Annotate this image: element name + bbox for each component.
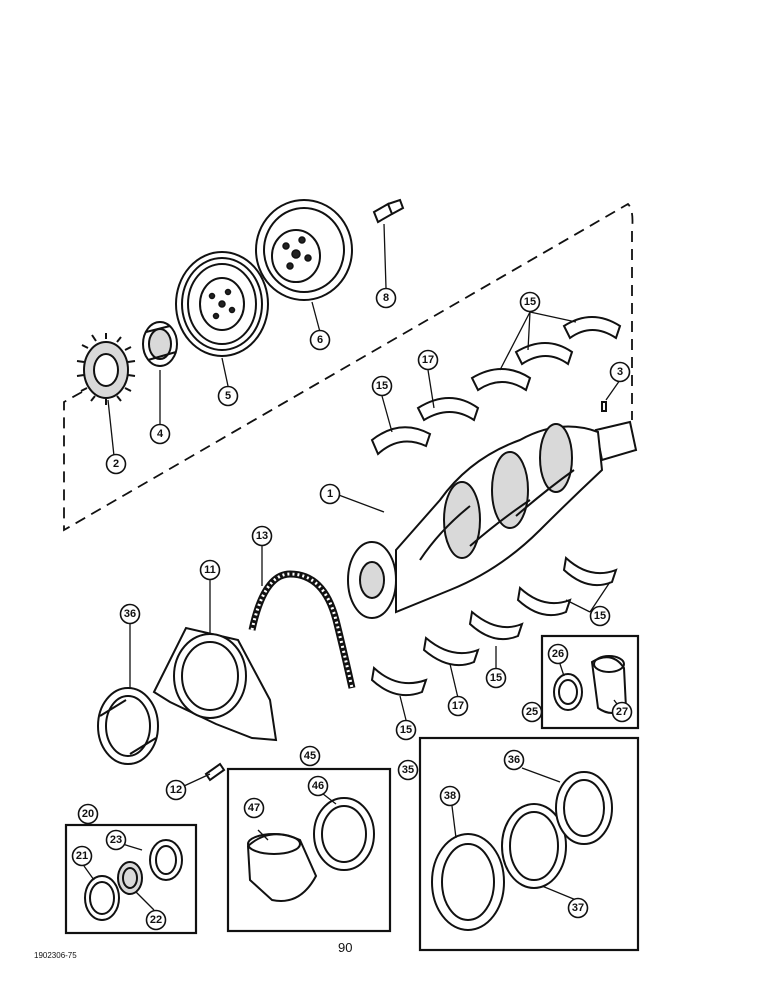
callout-26: 26 (547, 643, 569, 665)
crankshaft-pulley (175, 251, 269, 357)
svg-text:12: 12 (170, 784, 182, 796)
page-number: 90 (338, 940, 352, 955)
svg-text:38: 38 (444, 790, 456, 802)
callout-15-lower-left: 15 (395, 719, 417, 741)
svg-text:17: 17 (422, 354, 434, 366)
svg-text:45: 45 (304, 750, 316, 762)
callout-17-lower: 17 (447, 695, 469, 717)
svg-text:22: 22 (150, 914, 162, 926)
callout-35: 35 (397, 759, 419, 781)
callout-15-lower-mid: 15 (485, 667, 507, 689)
callout-27: 27 (611, 701, 633, 723)
svg-text:2: 2 (113, 458, 119, 470)
callout-13: 13 (251, 525, 273, 547)
callout-23: 23 (105, 829, 127, 851)
svg-text:15: 15 (594, 610, 606, 622)
callout-25: 25 (521, 701, 543, 723)
dashed-group-outline (63, 202, 634, 532)
fan-pulley (255, 199, 353, 301)
callout-2: 2 (105, 453, 127, 475)
spacer-ring (142, 321, 178, 367)
svg-text:3: 3 (617, 366, 623, 378)
svg-text:15: 15 (524, 296, 536, 308)
sleeve-kit-25 (553, 655, 628, 714)
reference-code: 1902306-75 (34, 951, 77, 960)
callout-3: 3 (609, 361, 631, 383)
callout-36-rear-seal: 36 (119, 603, 141, 625)
callout-20: 20 (77, 803, 99, 825)
kit-box-25 (540, 634, 640, 730)
main-bearing-lower (370, 556, 618, 696)
callout-12: 12 (165, 779, 187, 801)
crankshaft-gear (76, 333, 136, 405)
svg-text:4: 4 (157, 428, 164, 440)
svg-text:35: 35 (402, 764, 414, 776)
callout-11: 11 (199, 559, 221, 581)
callout-37: 37 (567, 897, 589, 919)
kit-box-20 (64, 823, 198, 935)
svg-text:8: 8 (383, 292, 389, 304)
callout-36-kit: 36 (503, 749, 525, 771)
svg-text:27: 27 (616, 706, 628, 718)
dowel-pin (601, 401, 607, 412)
sleeve-kit-45 (246, 797, 375, 902)
callout-15-upper-right: 15 (519, 291, 541, 313)
callout-15-lower-right: 15 (589, 605, 611, 627)
svg-text:1: 1 (327, 488, 333, 500)
callout-1: 1 (319, 483, 341, 505)
svg-text:46: 46 (312, 780, 324, 792)
svg-text:36: 36 (124, 608, 136, 620)
callout-46: 46 (307, 775, 329, 797)
svg-text:26: 26 (552, 648, 564, 660)
rear-gasket (248, 570, 356, 689)
svg-text:36: 36 (508, 754, 520, 766)
callout-5: 5 (217, 385, 239, 407)
svg-text:21: 21 (76, 850, 88, 862)
callout-15-upper-left: 15 (371, 375, 393, 397)
kit-box-35 (418, 736, 640, 952)
callout-4: 4 (149, 423, 171, 445)
crankshaft (347, 420, 638, 619)
callout-45: 45 (299, 745, 321, 767)
callout-17-upper: 17 (417, 349, 439, 371)
svg-text:15: 15 (376, 380, 388, 392)
svg-text:25: 25 (526, 706, 538, 718)
svg-text:47: 47 (248, 802, 260, 814)
callout-47: 47 (243, 797, 265, 819)
svg-text:5: 5 (225, 390, 231, 402)
housing-bolt (204, 762, 226, 782)
callout-6: 6 (309, 329, 331, 351)
svg-text:15: 15 (490, 672, 502, 684)
callout-22: 22 (145, 909, 167, 931)
seal-sleeve-kit-20 (84, 839, 183, 921)
callout-21: 21 (71, 845, 93, 867)
svg-text:37: 37 (572, 902, 584, 914)
seal-kit-35 (431, 771, 613, 931)
pulley-bolt (372, 198, 405, 224)
rear-seal (97, 687, 159, 765)
svg-text:13: 13 (256, 530, 268, 542)
rear-seal-housing (152, 626, 278, 742)
svg-text:15: 15 (400, 724, 412, 736)
callout-8: 8 (375, 287, 397, 309)
svg-text:11: 11 (204, 564, 216, 576)
svg-text:20: 20 (82, 808, 94, 820)
svg-text:6: 6 (317, 334, 323, 346)
svg-text:23: 23 (110, 834, 122, 846)
kit-box-45 (226, 767, 392, 933)
main-bearing-upper (370, 316, 622, 456)
callout-38: 38 (439, 785, 461, 807)
svg-text:17: 17 (452, 700, 464, 712)
